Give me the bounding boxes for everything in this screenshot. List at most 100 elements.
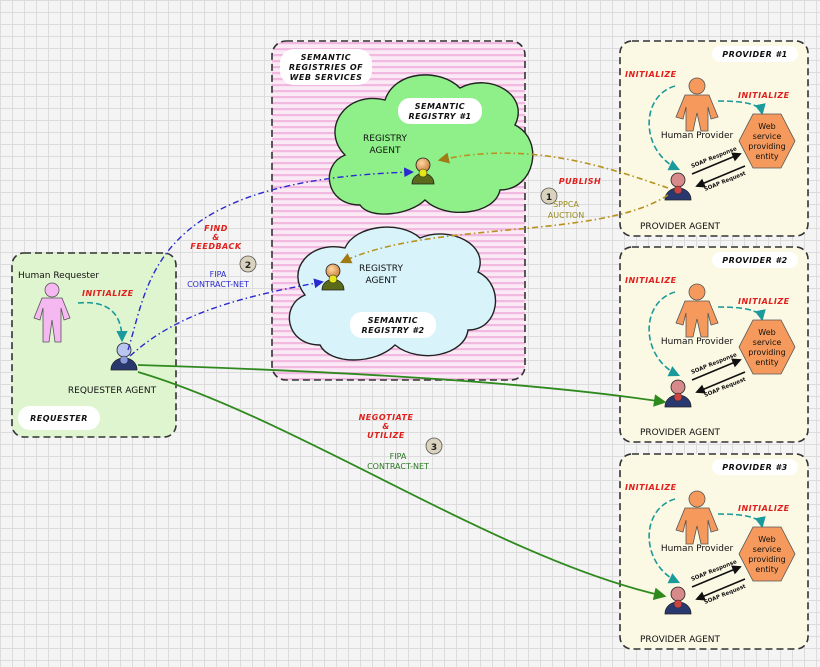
soap-request-arrow bbox=[695, 371, 746, 394]
step3-protocol-1: FIPA bbox=[390, 452, 407, 461]
human-provider-figure[interactable] bbox=[675, 490, 719, 545]
provider-1-box: PROVIDER #1 INITIALIZE INITIALIZE Human Pro… bbox=[619, 40, 809, 237]
provider-title: PROVIDER #1 bbox=[722, 50, 787, 59]
soap-response-arrow bbox=[691, 565, 742, 588]
provider-initialize-left: INITIALIZE bbox=[625, 70, 677, 79]
human-provider-label: Human Provider bbox=[661, 337, 734, 347]
registry2-agent-label-2: AGENT bbox=[366, 276, 397, 286]
human-requester-label: Human Requester bbox=[18, 271, 99, 281]
negotiate-arrow-provider2 bbox=[137, 364, 667, 407]
registry-agent-1-icon[interactable] bbox=[411, 157, 435, 185]
provider-agent-label: PROVIDER AGENT bbox=[640, 428, 721, 438]
registries-label-2: REGISTRIES OF bbox=[289, 63, 363, 72]
step1-action: PUBLISH bbox=[559, 177, 602, 186]
step3-action-3: UTILIZE bbox=[367, 431, 405, 440]
provider-initialize-arrow-right bbox=[717, 513, 766, 529]
webservice-label: service bbox=[753, 545, 782, 554]
find-arrow-registry2 bbox=[129, 278, 324, 357]
webservice-label: service bbox=[753, 132, 782, 141]
requester-initialize-label: INITIALIZE bbox=[82, 289, 134, 298]
webservice-label: providing bbox=[748, 555, 786, 564]
provider-title: PROVIDER #3 bbox=[722, 463, 787, 472]
soap-request-arrow bbox=[695, 578, 746, 601]
requester-box: Human Requester INITIALIZE REQUESTER AGE… bbox=[11, 252, 177, 438]
step2-number: 2 bbox=[245, 261, 251, 271]
registry1-agent-label-2: AGENT bbox=[370, 146, 401, 156]
step2-action-3: FEEDBACK bbox=[190, 242, 241, 251]
step2-protocol-1: FIPA bbox=[210, 270, 227, 279]
registry1-agent-label-1: REGISTRY bbox=[363, 134, 407, 144]
registry1-pill-1: SEMANTIC bbox=[415, 102, 465, 111]
webservice-label: entity bbox=[755, 152, 778, 161]
human-provider-label: Human Provider bbox=[661, 131, 734, 141]
registry-agent-2-icon[interactable] bbox=[321, 263, 345, 291]
publish-arrow-registry1 bbox=[437, 152, 669, 189]
provider-initialize-arrow-left bbox=[648, 291, 681, 377]
registry1-pill-2: REGISTRY #1 bbox=[408, 112, 471, 121]
provider-agent-label: PROVIDER AGENT bbox=[640, 222, 721, 232]
registry2-pill-2: REGISTRY #2 bbox=[361, 326, 424, 335]
webservice-label: entity bbox=[755, 358, 778, 367]
provider-initialize-right: INITIALIZE bbox=[738, 91, 790, 100]
registries-label-1: SEMANTIC bbox=[301, 53, 351, 62]
provider-3-box: PROVIDER #3 INITIALIZE INITIALIZE Human Pro… bbox=[619, 453, 809, 650]
step2-action-2: & bbox=[212, 233, 219, 242]
webservice-label: Web bbox=[758, 535, 775, 544]
step1-protocol-2: AUCTION bbox=[548, 211, 584, 220]
provider-initialize-arrow-right bbox=[717, 306, 766, 322]
soap-request-arrow bbox=[695, 165, 746, 188]
provider-agent-icon[interactable] bbox=[664, 172, 692, 201]
negotiate-arrow-provider3 bbox=[137, 371, 667, 600]
human-provider-figure[interactable] bbox=[675, 283, 719, 338]
find-arrow-registry1 bbox=[127, 167, 414, 351]
human-requester-figure[interactable] bbox=[33, 282, 71, 343]
step2-action-1: FIND bbox=[204, 224, 228, 233]
step-2-label: FIND & FEEDBACK 2 FIPA CONTRACT-NET bbox=[187, 224, 257, 289]
provider-initialize-arrow-left bbox=[648, 85, 681, 171]
semantic-registry-1-cloud: SEMANTIC REGISTRY #1 REGISTRY AGENT bbox=[328, 74, 534, 215]
registries-label-3: WEB SERVICES bbox=[290, 73, 363, 82]
provider-initialize-arrow-right bbox=[717, 100, 766, 116]
step-3-label: NEGOTIATE & UTILIZE 3 FIPA CONTRACT-NET bbox=[359, 413, 443, 471]
webservice-label: providing bbox=[748, 142, 786, 151]
soap-response-arrow bbox=[691, 358, 742, 381]
publish-arrow-registry2 bbox=[339, 194, 669, 264]
human-provider-label: Human Provider bbox=[661, 544, 734, 554]
webservice-label: entity bbox=[755, 565, 778, 574]
step3-protocol-2: CONTRACT-NET bbox=[367, 462, 429, 471]
webservice-label: Web bbox=[758, 122, 775, 131]
registry2-agent-label-1: REGISTRY bbox=[359, 264, 403, 274]
step2-protocol-2: CONTRACT-NET bbox=[187, 280, 249, 289]
requester-agent-icon[interactable] bbox=[110, 342, 138, 371]
step1-number: 1 bbox=[546, 193, 552, 203]
provider-agent-icon[interactable] bbox=[664, 586, 692, 615]
provider-2-box: PROVIDER #2 INITIALIZE INITIALIZE Human Pro… bbox=[619, 246, 809, 443]
provider-agent-icon[interactable] bbox=[664, 379, 692, 408]
registry2-pill-1: SEMANTIC bbox=[368, 316, 418, 325]
provider-initialize-right: INITIALIZE bbox=[738, 297, 790, 306]
requester-pill: REQUESTER bbox=[30, 414, 88, 423]
webservice-label: service bbox=[753, 338, 782, 347]
step3-action-2: & bbox=[382, 422, 389, 431]
provider-initialize-left: INITIALIZE bbox=[625, 276, 677, 285]
soap-response-arrow bbox=[691, 152, 742, 175]
step1-protocol-1: SPPCA bbox=[553, 200, 579, 209]
step3-action-1: NEGOTIATE bbox=[359, 413, 414, 422]
human-provider-figure[interactable] bbox=[675, 77, 719, 132]
provider-initialize-left: INITIALIZE bbox=[625, 483, 677, 492]
requester-agent-label: REQUESTER AGENT bbox=[68, 386, 157, 396]
webservice-label: providing bbox=[748, 348, 786, 357]
provider-agent-label: PROVIDER AGENT bbox=[640, 635, 721, 645]
provider-initialize-right: INITIALIZE bbox=[738, 504, 790, 513]
provider-initialize-arrow-left bbox=[648, 498, 681, 584]
provider-title: PROVIDER #2 bbox=[722, 256, 787, 265]
providers-group: PROVIDER #1 INITIALIZE INITIALIZE Human Pro… bbox=[619, 40, 809, 650]
webservice-label: Web bbox=[758, 328, 775, 337]
step3-number: 3 bbox=[431, 443, 437, 453]
step-1-label: PUBLISH 1 SPPCA AUCTION bbox=[540, 177, 602, 220]
